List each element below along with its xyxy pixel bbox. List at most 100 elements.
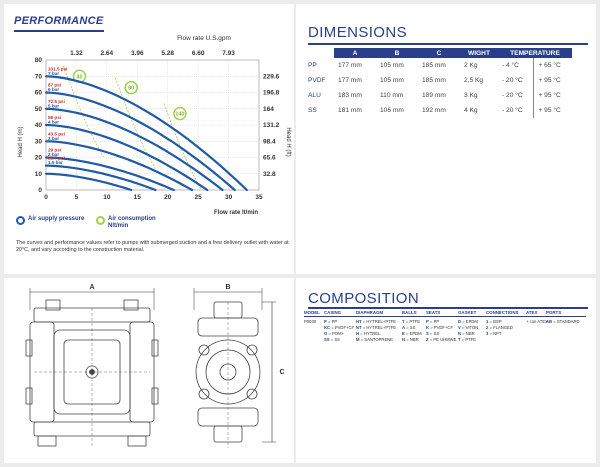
pressure-curve (44, 75, 248, 192)
composition-option: T = PTFE (402, 319, 421, 324)
dimension-c-label: C (279, 369, 284, 376)
right-axis-label: Head H (ft) (285, 127, 291, 156)
dimensions-cell: + 95 °C (533, 103, 572, 118)
x-tick-label: 20 (164, 194, 172, 201)
composition-header-diaphragm: DIAPHRAGM (356, 310, 384, 315)
dimensions-cell: 2 Kg (464, 62, 478, 69)
composition-option: O = POM+ (324, 331, 345, 336)
ft-tick-label: 65.6 (263, 155, 276, 162)
air-consumption-legend-icon (96, 216, 105, 225)
dimensions-cell: 110 mm (380, 92, 404, 99)
composition-header-seats: SEATS (426, 310, 441, 315)
ft-tick-label: 164 (263, 106, 274, 113)
dimensions-cell: + 95 °C (533, 73, 572, 88)
y-tick-label: 60 (35, 90, 43, 97)
pressure-psi-label: 58 psi (48, 115, 61, 120)
pressure-curve (44, 172, 133, 192)
composition-option: + con ATEX (526, 319, 548, 324)
dimensions-header-temperature: TEMPERATURE (498, 48, 572, 58)
pressure-psi-label: 29 psi (48, 148, 61, 153)
dimensions-cell: 105 mm (380, 77, 404, 84)
dimensions-header-c: C (418, 48, 460, 58)
composition-option: 1 = BSP (486, 319, 502, 324)
composition-header-ports: PORTS (546, 310, 562, 315)
dimensions-cell: - 20 °C (502, 92, 523, 99)
composition-option: Z = PE UHMWE (426, 337, 457, 342)
composition-panel: COMPOSITION MODEL CASING DIAPHRAGM BALLS… (296, 278, 596, 463)
composition-option: P = PP (324, 319, 338, 324)
pressure-psi-label: 43.5 psi (48, 131, 65, 136)
left-axis-label: Head H (m) (18, 126, 24, 157)
composition-option: N = NBR (458, 331, 475, 336)
pressure-curve (44, 123, 209, 192)
pressure-psi-label: 101.5 psi (48, 66, 67, 71)
dimensions-cell: 106 mm (380, 107, 404, 114)
composition-option: P = PP (426, 319, 440, 324)
air-consumption-label: 40 (76, 74, 82, 80)
composition-option: N = NBR (402, 337, 419, 342)
composition-option: AB = STANDARD (546, 319, 580, 324)
top-tick-label: 5.28 (161, 50, 174, 57)
dimensions-cell: + 65 °C (533, 58, 572, 73)
pressure-psi-label: 72.5 psi (48, 99, 65, 104)
composition-option: 2 = FLANGED (486, 325, 513, 330)
top-tick-label: 1.32 (70, 50, 83, 57)
composition-header-connections: CONNECTIONS (486, 310, 519, 315)
dimensions-title: DIMENSIONS (308, 24, 408, 41)
composition-ports-col: AB = STANDARD (546, 319, 586, 343)
pressure-curve (44, 91, 236, 192)
dimensions-material: SS (308, 107, 317, 114)
ft-tick-label: 32.8 (263, 171, 276, 178)
dimension-a-label: A (89, 284, 94, 291)
dimensions-header-row: A B C WIGHT TEMPERATURE (304, 48, 572, 58)
dimensions-header-blank (304, 48, 334, 58)
composition-option: NT = HYTREL+PTFE (356, 325, 397, 330)
y-tick-label: 0 (38, 187, 42, 194)
y-tick-label: 50 (35, 106, 43, 113)
x-tick-label: 35 (255, 194, 263, 201)
pressure-bar-label: 4 bar (48, 120, 59, 125)
composition-atex-col: + con ATEX (526, 319, 548, 343)
ft-tick-label: 131.2 (263, 122, 280, 129)
composition-header-model: MODEL (304, 310, 320, 315)
x-tick-label: 10 (103, 194, 111, 201)
top-tick-label: 6.60 (192, 50, 205, 57)
dimensions-cell: + 95 °C (533, 88, 572, 103)
performance-footnote: The curves and performance values refer … (16, 240, 289, 253)
composition-model: P0030 (304, 319, 317, 324)
top-tick-label: 3.96 (131, 50, 144, 57)
composition-option: 3 = NPT (486, 331, 502, 336)
y-tick-label: 10 (35, 171, 43, 178)
composition-option: SS = SS (324, 337, 340, 342)
pressure-curve (44, 140, 194, 192)
composition-option: M = SANTOPRENE (356, 337, 394, 342)
dimension-b-label: B (225, 284, 230, 291)
ft-tick-label: 229.6 (263, 73, 280, 80)
composition-option: V = VITON (458, 325, 479, 330)
dimensions-cell: 3 Kg (464, 92, 478, 99)
pressure-curve (44, 156, 175, 192)
composition-option: K = PVDF+CF (426, 325, 453, 330)
dimensions-cell: - 4 °C (502, 62, 519, 69)
dimensions-material: ALU (308, 92, 321, 99)
performance-title-underline (14, 30, 104, 32)
composition-table: MODEL CASING DIAPHRAGM BALLS SEATS GASKE… (304, 310, 586, 343)
dimensions-header-a: A (334, 48, 376, 58)
composition-header-atex: ATEX (526, 310, 538, 315)
composition-header-gasket: GASKET (458, 310, 477, 315)
x-tick-label: 25 (195, 194, 203, 201)
